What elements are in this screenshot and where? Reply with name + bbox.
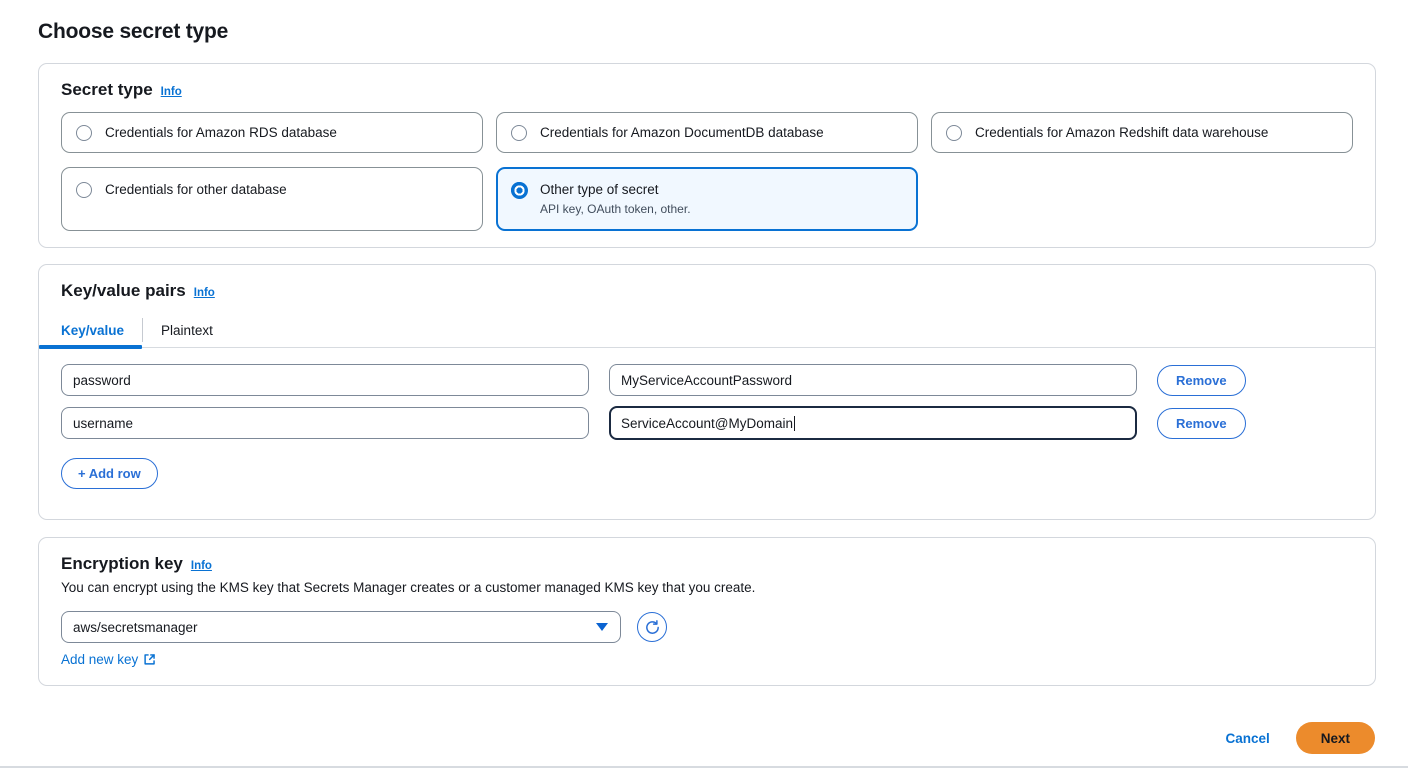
encryption-key-heading: Encryption key [61,554,183,573]
option-label: Credentials for Amazon DocumentDB databa… [540,125,824,140]
encryption-key-description: You can encrypt using the KMS key that S… [61,580,756,595]
encryption-key-card: Encryption key Info You can encrypt usin… [38,537,1376,686]
option-label: Other type of secret [540,182,659,197]
key-value-rows: Remove ServiceAccount@MyDomain Remove [39,348,1375,440]
chevron-down-icon [596,623,608,631]
tab-plaintext[interactable]: Plaintext [143,312,231,348]
tab-label: Plaintext [161,322,213,338]
wizard-footer: Cancel Next [1221,722,1375,754]
secret-type-option-other-type[interactable]: Other type of secret API key, OAuth toke… [496,167,918,231]
value-input-text: ServiceAccount@MyDomain [621,415,794,431]
external-link-icon [144,654,156,665]
secret-type-option-documentdb[interactable]: Credentials for Amazon DocumentDB databa… [496,112,918,153]
key-value-row: ServiceAccount@MyDomain Remove [61,406,1353,440]
add-row-button[interactable]: + Add row [61,458,158,489]
key-value-heading: Key/value pairs [61,281,186,300]
encryption-key-selected-value: aws/secretsmanager [73,619,198,635]
tab-label: Key/value [61,322,125,338]
tabs-baseline [39,347,1375,348]
secret-type-option-other-database[interactable]: Credentials for other database [61,167,483,231]
radio-icon[interactable] [76,125,92,141]
encryption-key-controls: aws/secretsmanager [39,597,1375,643]
key-value-pairs-card: Key/value pairs Info Key/value Plaintext… [38,264,1376,520]
encryption-key-info-link[interactable]: Info [190,560,212,572]
bottom-divider [0,766,1408,768]
encryption-key-header: Encryption key Info [39,538,1375,574]
option-label: Credentials for Amazon Redshift data war… [975,125,1269,140]
refresh-button[interactable] [637,612,667,642]
secret-type-card: Secret type Info Credentials for Amazon … [38,63,1376,248]
tab-key-value[interactable]: Key/value [39,312,143,349]
radio-icon[interactable] [946,125,962,141]
encryption-key-select[interactable]: aws/secretsmanager [61,611,621,643]
secret-type-heading: Secret type [61,80,153,99]
secret-type-option-rds[interactable]: Credentials for Amazon RDS database [61,112,483,153]
tab-divider [142,318,144,342]
cancel-button[interactable]: Cancel [1221,725,1273,752]
radio-selected-icon[interactable] [510,181,528,199]
remove-row-button[interactable]: Remove [1157,407,1246,439]
remove-row-button[interactable]: Remove [1157,364,1246,396]
key-input[interactable] [61,407,589,439]
secret-type-header: Secret type Info [39,64,1375,100]
refresh-icon [645,619,659,634]
secret-type-option-redshift[interactable]: Credentials for Amazon Redshift data war… [931,112,1353,153]
value-input[interactable] [609,364,1137,396]
radio-icon[interactable] [511,125,527,141]
key-value-header: Key/value pairs Info [39,265,1375,301]
secret-type-info-link[interactable]: Info [160,86,182,98]
option-description: API key, OAuth token, other. [540,202,691,216]
add-new-key-label: Add new key [61,652,139,667]
option-label: Credentials for Amazon RDS database [105,125,337,140]
key-value-row: Remove [61,364,1353,396]
option-label: Credentials for other database [105,182,287,197]
secret-type-options: Credentials for Amazon RDS database Cred… [39,100,1375,251]
text-cursor [794,415,796,431]
page-title: Choose secret type [38,20,229,43]
key-input[interactable] [61,364,589,396]
key-value-tabs: Key/value Plaintext [39,312,1375,349]
add-new-key-link[interactable]: Add new key [61,652,156,667]
radio-icon[interactable] [76,182,92,198]
key-value-info-link[interactable]: Info [193,287,215,299]
add-new-key-wrap: Add new key [39,643,1375,669]
next-button[interactable]: Next [1295,722,1375,754]
value-input[interactable]: ServiceAccount@MyDomain [609,406,1137,440]
